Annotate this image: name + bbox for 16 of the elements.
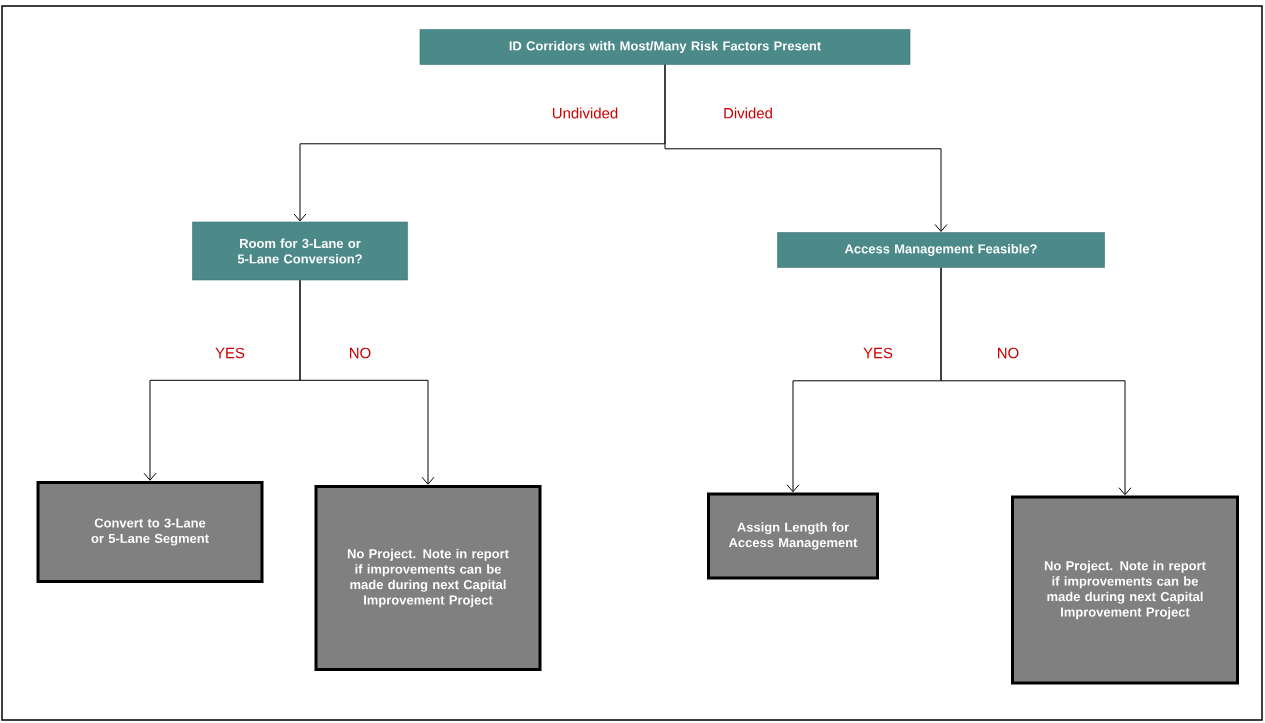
- decision-box: Access Management Feasible?: [777, 232, 1105, 268]
- arrow: [940, 267, 1132, 496]
- outcome-box: No Project. Note in report if improvements can be made during next Capital Improvement Project: [314, 485, 542, 671]
- process-box: ID Corridors with Most/Many Risk Factors Present: [419, 29, 911, 65]
- outcome-box: No Project. Note in report if improvements can be made during next Capital Improvement Project: [1011, 495, 1239, 685]
- arrow: [664, 64, 948, 232]
- outcome-box: Convert to 3-Lane or 5-Lane Segment: [36, 481, 264, 583]
- decision-box: Room for 3-Lane or 5-Lane Conversion?: [192, 221, 408, 281]
- edge-label: Divided: [722, 106, 774, 120]
- edge-label: YES: [862, 346, 894, 360]
- arrow: [299, 279, 435, 485]
- edge-label: NO: [995, 346, 1021, 360]
- edge-label: Undivided: [550, 106, 620, 120]
- edge-label: NO: [347, 346, 373, 360]
- edge-label: YES: [214, 346, 246, 360]
- outcome-box: Assign Length for Access Management: [707, 492, 879, 580]
